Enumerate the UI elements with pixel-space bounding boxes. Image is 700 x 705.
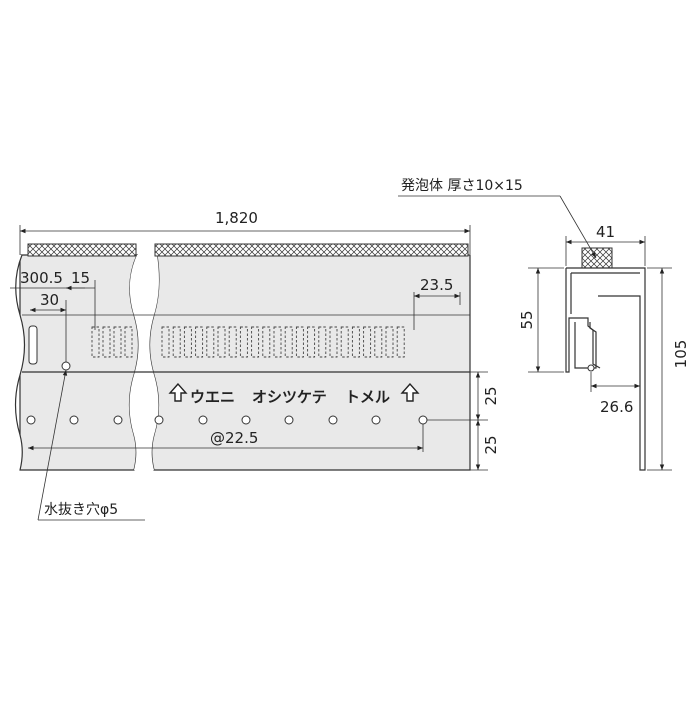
- dashed-slot: [251, 326, 260, 358]
- foam-note: 発泡体 厚さ10×15: [401, 178, 523, 194]
- dashed-slot: [385, 326, 394, 358]
- dim-offset-a: 15: [71, 269, 90, 287]
- dim-height-total: 105: [672, 340, 690, 369]
- dashed-slot: [172, 326, 181, 358]
- dashed-slot: [374, 326, 383, 358]
- panel-left-segment: [19, 254, 140, 471]
- dim-height-upper: 25: [482, 386, 500, 405]
- dashed-slot: [351, 326, 360, 358]
- profile-drain-hole: [587, 364, 595, 372]
- foam-strip-left: [27, 243, 137, 257]
- stamp-word-3: トメル: [345, 388, 390, 406]
- dim-offset-b: 30: [40, 291, 59, 309]
- dim-hole-pitch: @22.5: [210, 429, 258, 447]
- dashed-slot: [262, 326, 271, 358]
- dashed-slot: [329, 326, 338, 358]
- dashed-slot: [183, 326, 192, 358]
- end-slot: [28, 325, 38, 365]
- dashed-slot: [363, 326, 372, 358]
- section-view: 発泡体 厚さ10×15 41 55 105 26.6: [398, 178, 690, 471]
- dim-depth: 26.6: [600, 398, 633, 416]
- drain-hole-callout: 水抜き穴φ5: [37, 369, 145, 521]
- foam-callout: 発泡体 厚さ10×15: [398, 178, 597, 259]
- dashed-slot: [284, 326, 293, 358]
- profile-outer: [565, 267, 646, 471]
- dim-slot-end: 23.5: [420, 276, 453, 294]
- dashed-slot: [239, 326, 248, 358]
- left-break-line: [14, 254, 26, 471]
- dashed-slot: [206, 326, 215, 358]
- dashed-slots-right: [161, 326, 405, 358]
- dashed-slot: [340, 326, 349, 358]
- dim-end-offset: 300.5: [20, 269, 63, 287]
- front-dimensions: 1,820 300.5 15 30 23.5 @22.5: [10, 209, 500, 471]
- dashed-slots-left: [91, 326, 133, 358]
- stamp-text: ウエニ オシツケテ トメル: [168, 382, 420, 406]
- profile-inner: [570, 272, 640, 369]
- up-arrow-icon: [168, 382, 188, 402]
- drain-holes: [26, 361, 428, 425]
- stamp-word-1: ウエニ: [190, 388, 235, 406]
- break-gap: [129, 255, 159, 470]
- dashed-slot: [273, 326, 282, 358]
- dashed-slot: [161, 326, 170, 358]
- dashed-slot: [228, 326, 237, 358]
- dim-total-length: 1,820: [215, 209, 258, 227]
- front-view: ウエニ オシツケテ トメル 1,820: [0, 209, 500, 521]
- dim-height-lower-section: 55: [518, 310, 536, 329]
- dashed-slot: [307, 326, 316, 358]
- dashed-slot: [195, 326, 204, 358]
- up-arrow-icon: [400, 382, 420, 402]
- dashed-slot: [396, 326, 405, 358]
- dashed-slot: [318, 326, 327, 358]
- section-dimensions: 41 55 105 26.6: [518, 223, 690, 471]
- dashed-slot: [295, 326, 304, 358]
- dashed-slot: [217, 326, 226, 358]
- foam-block: [581, 247, 613, 269]
- stamp-word-2: オシツケテ: [252, 388, 327, 406]
- dim-height-lower: 25: [482, 435, 500, 454]
- left-break-edge: [0, 255, 25, 470]
- drain-hole-note: 水抜き穴φ5: [44, 502, 118, 518]
- dim-width-top: 41: [596, 223, 615, 241]
- foam-strip-right: [154, 243, 469, 257]
